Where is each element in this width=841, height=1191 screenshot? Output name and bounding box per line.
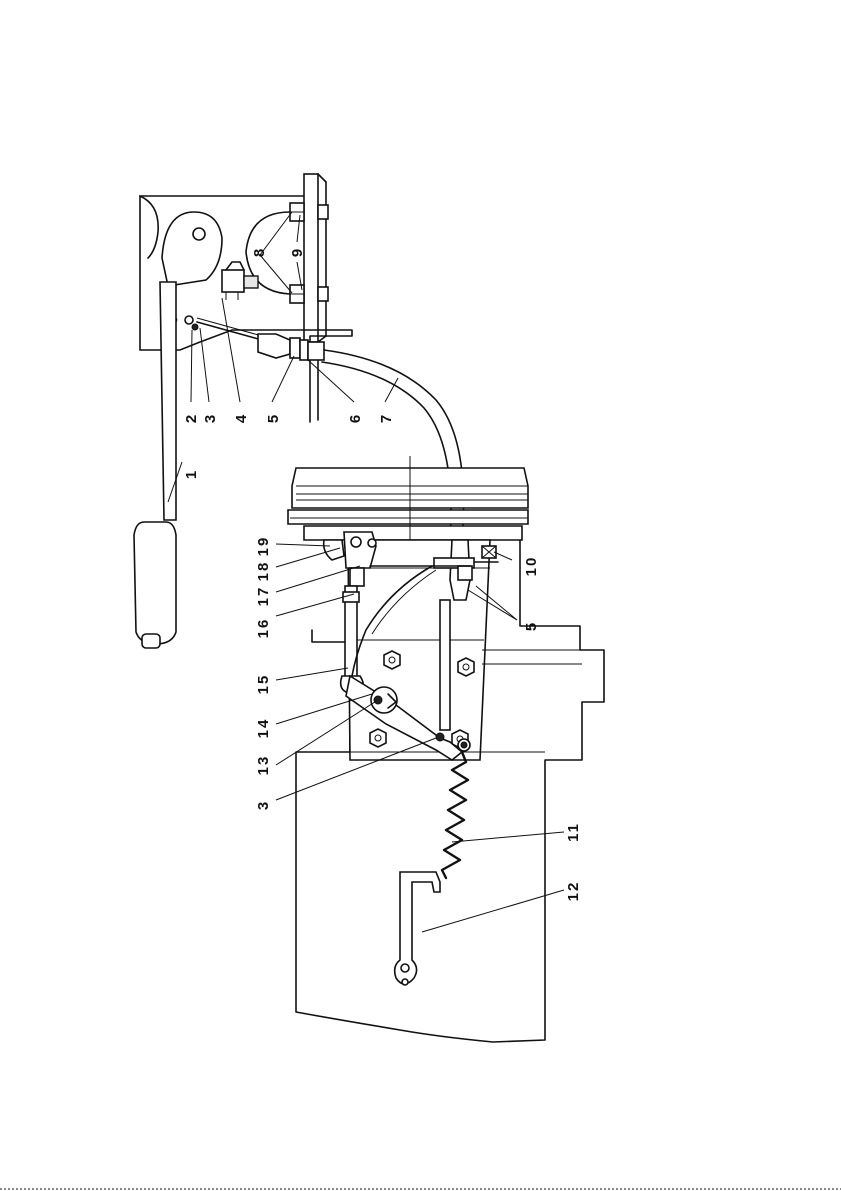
linkage-pin-3 bbox=[436, 733, 444, 741]
bracket-nut-10 bbox=[482, 546, 496, 558]
hand-lever bbox=[160, 282, 176, 520]
label-18: 18 bbox=[255, 561, 272, 582]
return-spring bbox=[442, 752, 468, 878]
label-14: 14 bbox=[255, 718, 272, 739]
label-5-lower: 5 bbox=[523, 621, 540, 631]
pivot-pin bbox=[193, 228, 205, 240]
label-10: 10 bbox=[523, 556, 540, 577]
label-3-lower: 3 bbox=[255, 800, 272, 810]
label-15: 15 bbox=[255, 674, 272, 695]
brake-drum-lower bbox=[288, 510, 528, 524]
brake-rod-main bbox=[440, 600, 450, 730]
grip-end-cap bbox=[142, 634, 160, 648]
rod-adjust-nut bbox=[343, 592, 359, 602]
hex-nut-c bbox=[370, 729, 386, 747]
label-7: 7 bbox=[378, 413, 395, 423]
lever-bracket-assembly bbox=[134, 174, 352, 648]
label-13: 13 bbox=[255, 755, 272, 776]
label-12: 12 bbox=[565, 881, 582, 902]
cable-end-pin bbox=[185, 316, 193, 324]
label-6: 6 bbox=[347, 413, 364, 423]
hex-nut-b bbox=[458, 658, 474, 676]
hand-lever-grip bbox=[134, 522, 176, 644]
label-11: 11 bbox=[565, 822, 582, 842]
hex-nut-a bbox=[384, 651, 400, 669]
clip-pin bbox=[192, 324, 198, 330]
label-5-upper: 5 bbox=[265, 413, 282, 423]
label-3-upper: 3 bbox=[202, 413, 219, 423]
label-8: 8 bbox=[251, 247, 268, 257]
label-19: 19 bbox=[255, 536, 272, 557]
mounting-flange bbox=[304, 174, 318, 342]
label-9: 9 bbox=[289, 247, 306, 257]
label-16: 16 bbox=[255, 618, 272, 639]
label-4: 4 bbox=[233, 413, 250, 423]
label-2: 2 bbox=[183, 413, 200, 423]
label-17: 17 bbox=[255, 586, 272, 607]
label-1: 1 bbox=[183, 469, 200, 479]
